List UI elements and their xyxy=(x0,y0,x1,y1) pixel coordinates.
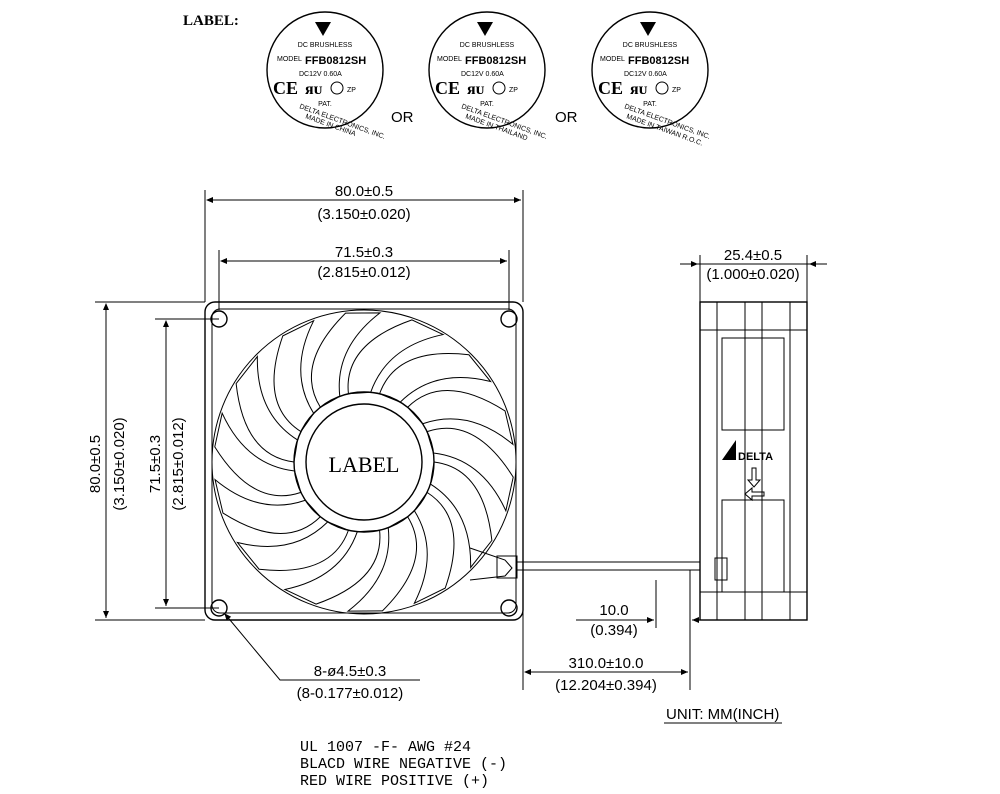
or-text-2: OR xyxy=(555,109,578,126)
csa-mark-icon xyxy=(492,81,506,95)
svg-text:DC12V 0.60A: DC12V 0.60A xyxy=(299,71,342,78)
hub-label: LABEL xyxy=(329,452,400,477)
svg-text:MODEL: MODEL xyxy=(600,56,625,63)
fan-blade xyxy=(273,319,315,433)
svg-text:PAT.: PAT. xyxy=(318,101,332,108)
svg-text:PAT.: PAT. xyxy=(643,101,657,108)
delta-logo-icon xyxy=(315,22,331,36)
svg-text:PAT.: PAT. xyxy=(480,101,494,108)
svg-text:ZP: ZP xyxy=(509,87,518,94)
fan-blade xyxy=(236,521,350,571)
delta-logo-icon xyxy=(640,22,656,36)
fan-blade xyxy=(413,491,455,605)
svg-text:FFB0812SH: FFB0812SH xyxy=(628,55,689,67)
fan-side-view: DELTA xyxy=(699,301,808,621)
width-in: (3.150±0.020) xyxy=(317,206,410,223)
svg-text:ZP: ZP xyxy=(347,87,356,94)
csa-mark-icon xyxy=(330,81,344,95)
svg-text:MODEL: MODEL xyxy=(437,56,462,63)
fan-blade xyxy=(235,355,299,463)
fan-blade xyxy=(310,312,382,408)
fan-blade xyxy=(283,529,381,605)
svg-text:FFB0812SH: FFB0812SH xyxy=(465,55,526,67)
fan-frame xyxy=(204,301,524,621)
vert-spacing-mm: 71.5±0.3 xyxy=(147,435,164,493)
fan-front-view: LABEL xyxy=(204,301,700,621)
fan-blades xyxy=(214,312,514,612)
fan-blade xyxy=(426,427,514,513)
fan-blade xyxy=(406,390,514,446)
height-in: (3.150±0.020) xyxy=(111,417,128,510)
label-china: DC BRUSHLESS MODEL FFB0812SH DC12V 0.60A… xyxy=(266,11,386,141)
mount-hole xyxy=(500,599,518,617)
svg-text:DC BRUSHLESS: DC BRUSHLESS xyxy=(460,42,515,49)
depth-mm: 25.4±0.5 xyxy=(724,247,782,264)
airflow-arrow-icon xyxy=(746,467,762,488)
label-thailand: DC BRUSHLESS MODEL FFB0812SH DC12V 0.60A… xyxy=(428,11,548,142)
svg-text:DC12V 0.60A: DC12V 0.60A xyxy=(461,71,504,78)
fan-blade xyxy=(429,461,493,569)
hole-spacing-mm: 71.5±0.3 xyxy=(335,244,393,261)
label-taiwan: DC BRUSHLESS MODEL FFB0812SH DC12V 0.60A… xyxy=(591,11,711,148)
length-mm: 310.0±10.0 xyxy=(569,655,644,672)
label-heading: LABEL: xyxy=(183,13,239,29)
fan-hub xyxy=(293,391,435,533)
holes-mm: 8-ø4.5±0.3 xyxy=(314,663,386,680)
side-frame xyxy=(699,301,808,621)
note-wire-spec: UL 1007 -F- AWG #24 xyxy=(300,739,471,756)
strip-mm: 10.0 xyxy=(599,602,628,619)
side-brand: DELTA xyxy=(738,451,773,463)
note-red-wire: RED WIRE POSITIVE (+) xyxy=(300,773,489,790)
fan-blade xyxy=(346,516,418,612)
svg-text:FFB0812SH: FFB0812SH xyxy=(305,55,366,67)
fan-blade xyxy=(214,478,322,534)
height-mm: 80.0±0.5 xyxy=(87,435,104,493)
vert-spacing-in: (2.815±0.012) xyxy=(170,417,187,510)
svg-text:DC BRUSHLESS: DC BRUSHLESS xyxy=(298,42,353,49)
ce-mark-icon: CE xyxy=(598,78,623,98)
fan-blade xyxy=(214,411,302,497)
ul-mark-icon: ᴙᴜ xyxy=(305,81,323,98)
unit-note: UNIT: MM(INCH) xyxy=(666,706,779,723)
svg-text:DC12V 0.60A: DC12V 0.60A xyxy=(624,71,667,78)
svg-text:MODEL: MODEL xyxy=(277,56,302,63)
ce-mark-icon: CE xyxy=(435,78,460,98)
svg-text:DC BRUSHLESS: DC BRUSHLESS xyxy=(623,42,678,49)
delta-logo-icon xyxy=(477,22,493,36)
ce-mark-icon: CE xyxy=(273,78,298,98)
fan-blade xyxy=(347,319,445,395)
mount-hole xyxy=(500,310,518,328)
note-black-wire: BLACD WIRE NEGATIVE (-) xyxy=(300,756,507,773)
ul-mark-icon: ᴙᴜ xyxy=(467,81,485,98)
csa-mark-icon xyxy=(655,81,669,95)
or-text-1: OR xyxy=(391,109,414,126)
rotation-arrow-icon xyxy=(744,486,765,502)
hole-spacing-in: (2.815±0.012) xyxy=(317,264,410,281)
delta-logo-icon xyxy=(722,440,736,460)
depth-in: (1.000±0.020) xyxy=(706,266,799,283)
svg-text:ZP: ZP xyxy=(672,87,681,94)
fan-blade xyxy=(378,353,492,403)
wire-grommet xyxy=(496,555,518,579)
length-in: (12.204±0.394) xyxy=(555,677,657,694)
holes-in: (8-0.177±0.012) xyxy=(297,685,404,702)
width-mm: 80.0±0.5 xyxy=(335,183,393,200)
ul-mark-icon: ᴙᴜ xyxy=(630,81,648,98)
strip-in: (0.394) xyxy=(590,622,638,639)
